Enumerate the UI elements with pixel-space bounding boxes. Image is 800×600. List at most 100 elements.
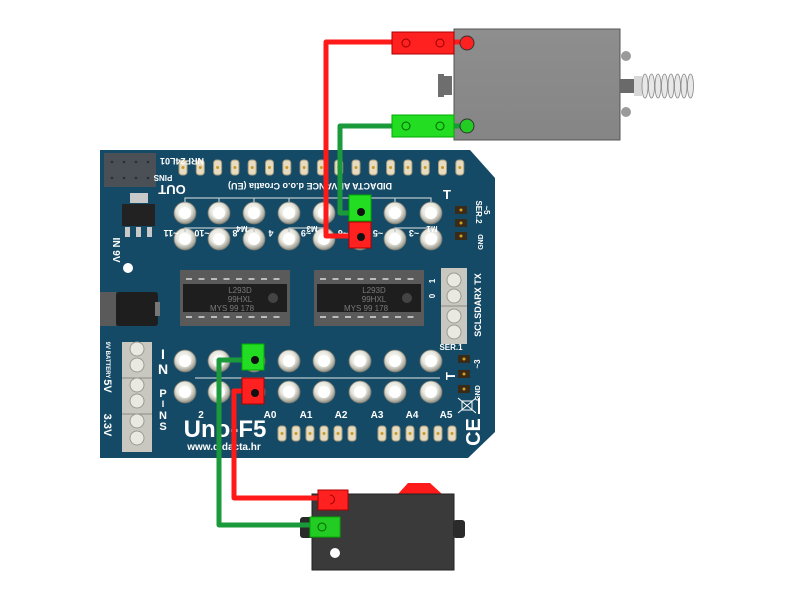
out-top-socket[interactable] [242,201,266,225]
board-website: www.didacta.hr [186,442,261,453]
out-top-socket[interactable] [383,201,407,225]
in-pin-label: A2 [335,410,348,421]
in-bottom-socket[interactable] [277,380,301,404]
chip-marking: 99HXL [228,295,253,304]
in-top-socket[interactable] [348,349,372,373]
out-label: OUT [158,182,186,197]
motor-group-label: M3 [306,224,318,233]
top-header-pads [178,159,465,176]
serial-terminal-block [441,268,467,344]
wire-connectors [241,31,475,538]
chip-marking: MYS 99 178 [344,304,389,313]
out-pin-label: ~11 [164,228,179,238]
in-bottom-socket[interactable] [348,380,372,404]
ser1-label: SER.1 [439,343,463,352]
out-pin-label: ~3 [409,228,419,238]
out-bottom-socket[interactable] [277,227,301,251]
out-top-socket[interactable] [207,201,231,225]
in-row-top [173,349,443,373]
dc-jack [100,292,116,326]
wire-switch-green[interactable] [216,357,324,528]
in-9v-label: IN 9V [110,237,121,262]
serial-1-label: 1 [428,278,437,283]
terminal-screw[interactable] [129,377,145,393]
ser1-gnd-label: GND [475,385,482,401]
in-row-bottom [173,380,443,404]
ser1-pin-label: ~3 [473,359,482,369]
serial-label: SCLSDARX TX [473,273,483,337]
chip-marking: 99HXL [362,295,387,304]
svg-text:I: I [162,399,165,409]
in-label-n: N [158,361,168,377]
solenoid[interactable] [438,28,694,141]
in-bottom-socket[interactable] [312,380,336,404]
terminal-screw[interactable] [129,430,145,446]
in-top-socket[interactable] [419,349,443,373]
out-top-socket[interactable] [173,201,197,225]
nrf-label: NRF24L01 [160,156,204,166]
solenoid-spring [641,73,694,99]
chip-marking: MYS 99 178 [210,304,255,313]
board-name: Uno-F5 [184,416,267,443]
in-bottom-socket[interactable] [173,380,197,404]
ser2-header [455,206,467,240]
out-bottom-socket[interactable] [419,227,443,251]
out-top-socket[interactable] [419,201,443,225]
ce-mark: CE [463,418,485,446]
in-top-socket[interactable] [173,349,197,373]
nrf-header [104,153,156,187]
out-top-socket[interactable] [277,201,301,225]
motor-group-label: M1 [426,224,438,233]
regulator-body [122,204,155,226]
svg-text:N: N [159,410,167,422]
in-label-i: I [161,346,165,362]
out-pin-label: ~5 [373,228,383,238]
in-top-socket[interactable] [383,349,407,373]
in-bottom-socket[interactable] [383,380,407,404]
dc-polarity-icon [123,263,133,273]
ser2-pin-label: ~5 [482,205,491,215]
terminal-screw[interactable] [129,413,145,429]
switch-green-lug[interactable] [309,516,341,538]
motor-group-label: M4 [236,224,248,233]
chip-marking: L293D [362,286,386,295]
pins-label: PINS [153,173,172,182]
chip-marking: L293D [228,286,252,295]
out-pin-label: 4 [268,228,273,238]
ser2-gnd-label: GND [478,234,485,250]
solenoid-red-lug[interactable] [391,31,455,55]
in-top-socket[interactable] [277,349,301,373]
serial-0-label: 0 [428,293,437,298]
regulator-tab [130,193,148,203]
weee-icon [457,397,480,414]
bottom-header-pads [277,425,457,442]
out-bottom-socket[interactable] [173,227,197,251]
in-pin-label: A3 [371,410,384,421]
svg-text:T: T [443,372,458,380]
in-bottom-socket[interactable] [419,380,443,404]
3v3-label: 3.3V [101,414,113,437]
in-pin-label: A5 [440,410,453,421]
ser1-header [458,355,470,393]
out-bottom-socket[interactable] [242,227,266,251]
ser2-label: SER.2 [474,200,483,224]
ground-symbol: T [443,187,451,202]
maker-label: DIDACTA ADVANCE d.o.o Croatia (EU) [228,181,392,191]
in-pin-label: A0 [264,410,277,421]
out-bottom-socket[interactable] [207,227,231,251]
out-bottom-socket[interactable] [383,227,407,251]
out-pin-label: ~10 [194,228,209,238]
out-green-plug[interactable] [348,194,372,222]
in-pin-label: 2 [198,410,204,421]
switch-red-lug[interactable] [317,489,349,511]
terminal-screw[interactable] [129,341,145,357]
in-top-socket[interactable] [312,349,336,373]
solenoid-green-lug[interactable] [391,114,455,138]
terminal-screw[interactable] [129,393,145,409]
terminal-screw[interactable] [129,357,145,373]
in-pin-label: A1 [300,410,313,421]
solenoid-plunger-left [438,74,452,97]
